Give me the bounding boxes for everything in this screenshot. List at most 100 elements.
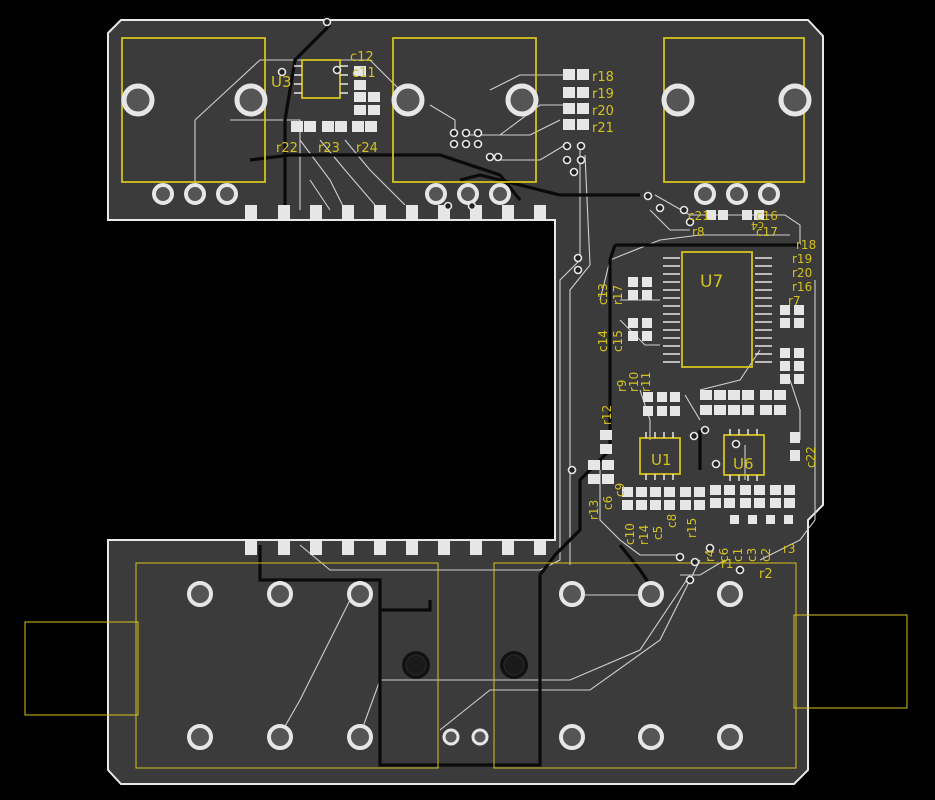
square-icon [622, 487, 633, 497]
vias [277, 17, 745, 585]
square-icon [794, 318, 804, 328]
square-icon [534, 205, 546, 219]
via-icon [731, 439, 741, 449]
square-icon [628, 277, 638, 287]
ring-icon [442, 728, 460, 746]
square-icon [368, 105, 380, 115]
ring-icon [489, 183, 511, 205]
square-icon [563, 87, 575, 98]
ring-icon [121, 83, 155, 117]
square-icon [245, 541, 257, 555]
square-icon [794, 348, 804, 358]
square-icon [728, 405, 740, 415]
refdes-c1: c1 [731, 548, 745, 562]
via-icon [573, 265, 583, 275]
ring-icon [216, 183, 238, 205]
square-icon [742, 210, 752, 220]
square-icon [700, 390, 712, 400]
ring-icon [559, 581, 585, 607]
refdes-r22: r22 [276, 141, 298, 156]
ring-icon [661, 83, 695, 117]
square-icon [636, 487, 647, 497]
via-icon [567, 465, 577, 475]
square-icon [577, 69, 589, 80]
square-icon [780, 361, 790, 371]
square-icon [278, 205, 290, 219]
square-icon [710, 485, 721, 495]
square-icon [304, 121, 316, 132]
square-icon [694, 487, 705, 497]
square-icon [374, 541, 386, 555]
square-icon [714, 405, 726, 415]
ring-icon [638, 724, 664, 750]
refdes-u6: U6 [733, 455, 754, 473]
refdes-c6-right: c6 [717, 548, 731, 562]
square-icon [774, 390, 786, 400]
via-icon [573, 253, 583, 263]
square-icon [664, 500, 675, 510]
refdes-r21: r21 [592, 121, 614, 136]
square-icon [784, 498, 795, 508]
square-icon [680, 500, 691, 510]
square-icon [563, 119, 575, 130]
refdes-r7: r7 [788, 294, 801, 308]
through-hole-pads [121, 83, 812, 117]
square-icon [470, 541, 482, 555]
rj-connector-center-outline [392, 37, 537, 183]
refdes-c13: c13 [596, 283, 610, 305]
via-icon [685, 217, 695, 227]
square-icon [534, 541, 546, 555]
square-icon [291, 121, 303, 132]
ring-icon [187, 581, 213, 607]
square-icon [502, 541, 514, 555]
square-icon [406, 205, 418, 219]
square-icon [602, 474, 614, 484]
ring-icon [347, 724, 373, 750]
via-icon [569, 167, 579, 177]
refdes-r20-top: r20 [592, 104, 614, 119]
via-icon [643, 191, 653, 201]
jack-tab-right-outline [793, 614, 908, 709]
square-icon [780, 374, 790, 384]
square-icon [310, 541, 322, 555]
square-icon [650, 487, 661, 497]
ring-icon [347, 581, 373, 607]
square-icon [438, 541, 450, 555]
refdes-c14: c14 [596, 330, 610, 352]
square-icon [354, 105, 366, 115]
square-icon [354, 92, 366, 102]
ring-icon [717, 581, 743, 607]
square-icon [657, 392, 667, 402]
ring-icon [758, 183, 780, 205]
square-icon [748, 515, 757, 524]
square-icon [728, 390, 740, 400]
via-icon [562, 141, 572, 151]
refdes-c15: c15 [611, 330, 625, 352]
square-icon [780, 318, 790, 328]
ring-icon [559, 724, 585, 750]
square-icon [600, 430, 612, 440]
square-icon [577, 87, 589, 98]
ring-icon [267, 724, 293, 750]
square-icon [563, 103, 575, 114]
refdes-r18-top: r18 [592, 70, 614, 85]
via-icon [461, 139, 471, 149]
via-icon [493, 152, 503, 162]
ring-icon [638, 581, 664, 607]
square-icon [636, 500, 647, 510]
refdes-r23: r23 [318, 141, 340, 156]
via-icon [700, 425, 710, 435]
ring-icon [187, 724, 213, 750]
square-icon [335, 121, 347, 132]
via-icon [473, 139, 483, 149]
via-icon [467, 201, 477, 211]
square-icon [643, 406, 653, 416]
square-icon [642, 290, 652, 300]
via-icon [690, 557, 700, 567]
silkscreen-outlines-thin [24, 562, 908, 769]
square-icon [664, 487, 675, 497]
refdes-r13: r13 [587, 500, 601, 520]
square-icon [718, 210, 728, 220]
via-icon [705, 543, 715, 553]
ring-icon [234, 83, 268, 117]
